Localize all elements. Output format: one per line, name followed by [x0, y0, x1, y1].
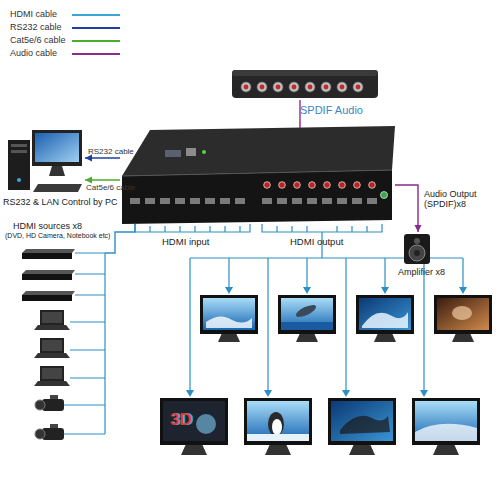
port-group-label: HDMI input — [162, 237, 210, 248]
legend-text: RS232 cable — [10, 22, 62, 32]
display — [356, 295, 414, 342]
hdmi-arrow — [186, 287, 467, 397]
cable-label: Audio Output (SPDIF)x8 — [424, 189, 492, 210]
sources-note: (DVD, HD Camera, Notebook etc) — [5, 232, 110, 240]
display — [278, 295, 336, 342]
source-wire — [64, 253, 105, 434]
cable-label: RS232 cable — [88, 147, 134, 156]
display — [160, 398, 228, 455]
legend-line — [72, 53, 120, 55]
amplifier: Amplifier x8 — [400, 232, 436, 264]
amplifier-caption: Amplifier x8 — [398, 267, 445, 277]
spdif-panel: SPDIF Audio — [230, 68, 380, 100]
legend-line — [72, 14, 120, 16]
matrix-switch: HDMI inputHDMI output — [120, 128, 395, 224]
pc-caption: RS232 & LAN Control by PC — [3, 197, 118, 207]
arrow-head — [415, 225, 422, 232]
display — [434, 295, 492, 342]
display — [412, 398, 480, 455]
legend-text: Cat5e/6 cable — [10, 35, 66, 45]
panel-title: SPDIF Audio — [300, 104, 363, 117]
hdmi-source-drawing — [22, 249, 75, 440]
screen-text: 3D — [170, 410, 192, 430]
control-pc: RS232 & LAN Control by PC — [5, 128, 85, 194]
legend-text: Audio cable — [10, 48, 57, 58]
cable-label: Cat5e/6 cable — [86, 183, 135, 192]
display — [328, 398, 396, 455]
legend-line — [72, 40, 120, 42]
legend-line — [72, 27, 120, 29]
matrix-switch-drawing — [122, 126, 395, 224]
spdif-panel-drawing — [232, 70, 378, 98]
hdmi-sources: HDMI sources x8(DVD, HD Camera, Notebook… — [5, 220, 105, 445]
port-group-label: HDMI output — [290, 237, 343, 248]
cable-connector — [85, 179, 120, 180]
speaker-drawing — [404, 234, 430, 264]
cable-connector — [395, 185, 418, 232]
display — [244, 398, 312, 455]
display — [200, 295, 258, 342]
arrow-head — [85, 177, 92, 184]
sources-title: HDMI sources x8 — [13, 221, 82, 231]
pc-drawing — [8, 130, 82, 192]
hdmi-bracket — [135, 224, 463, 393]
legend-text: HDMI cable — [10, 9, 57, 19]
cable-connector — [85, 157, 120, 158]
